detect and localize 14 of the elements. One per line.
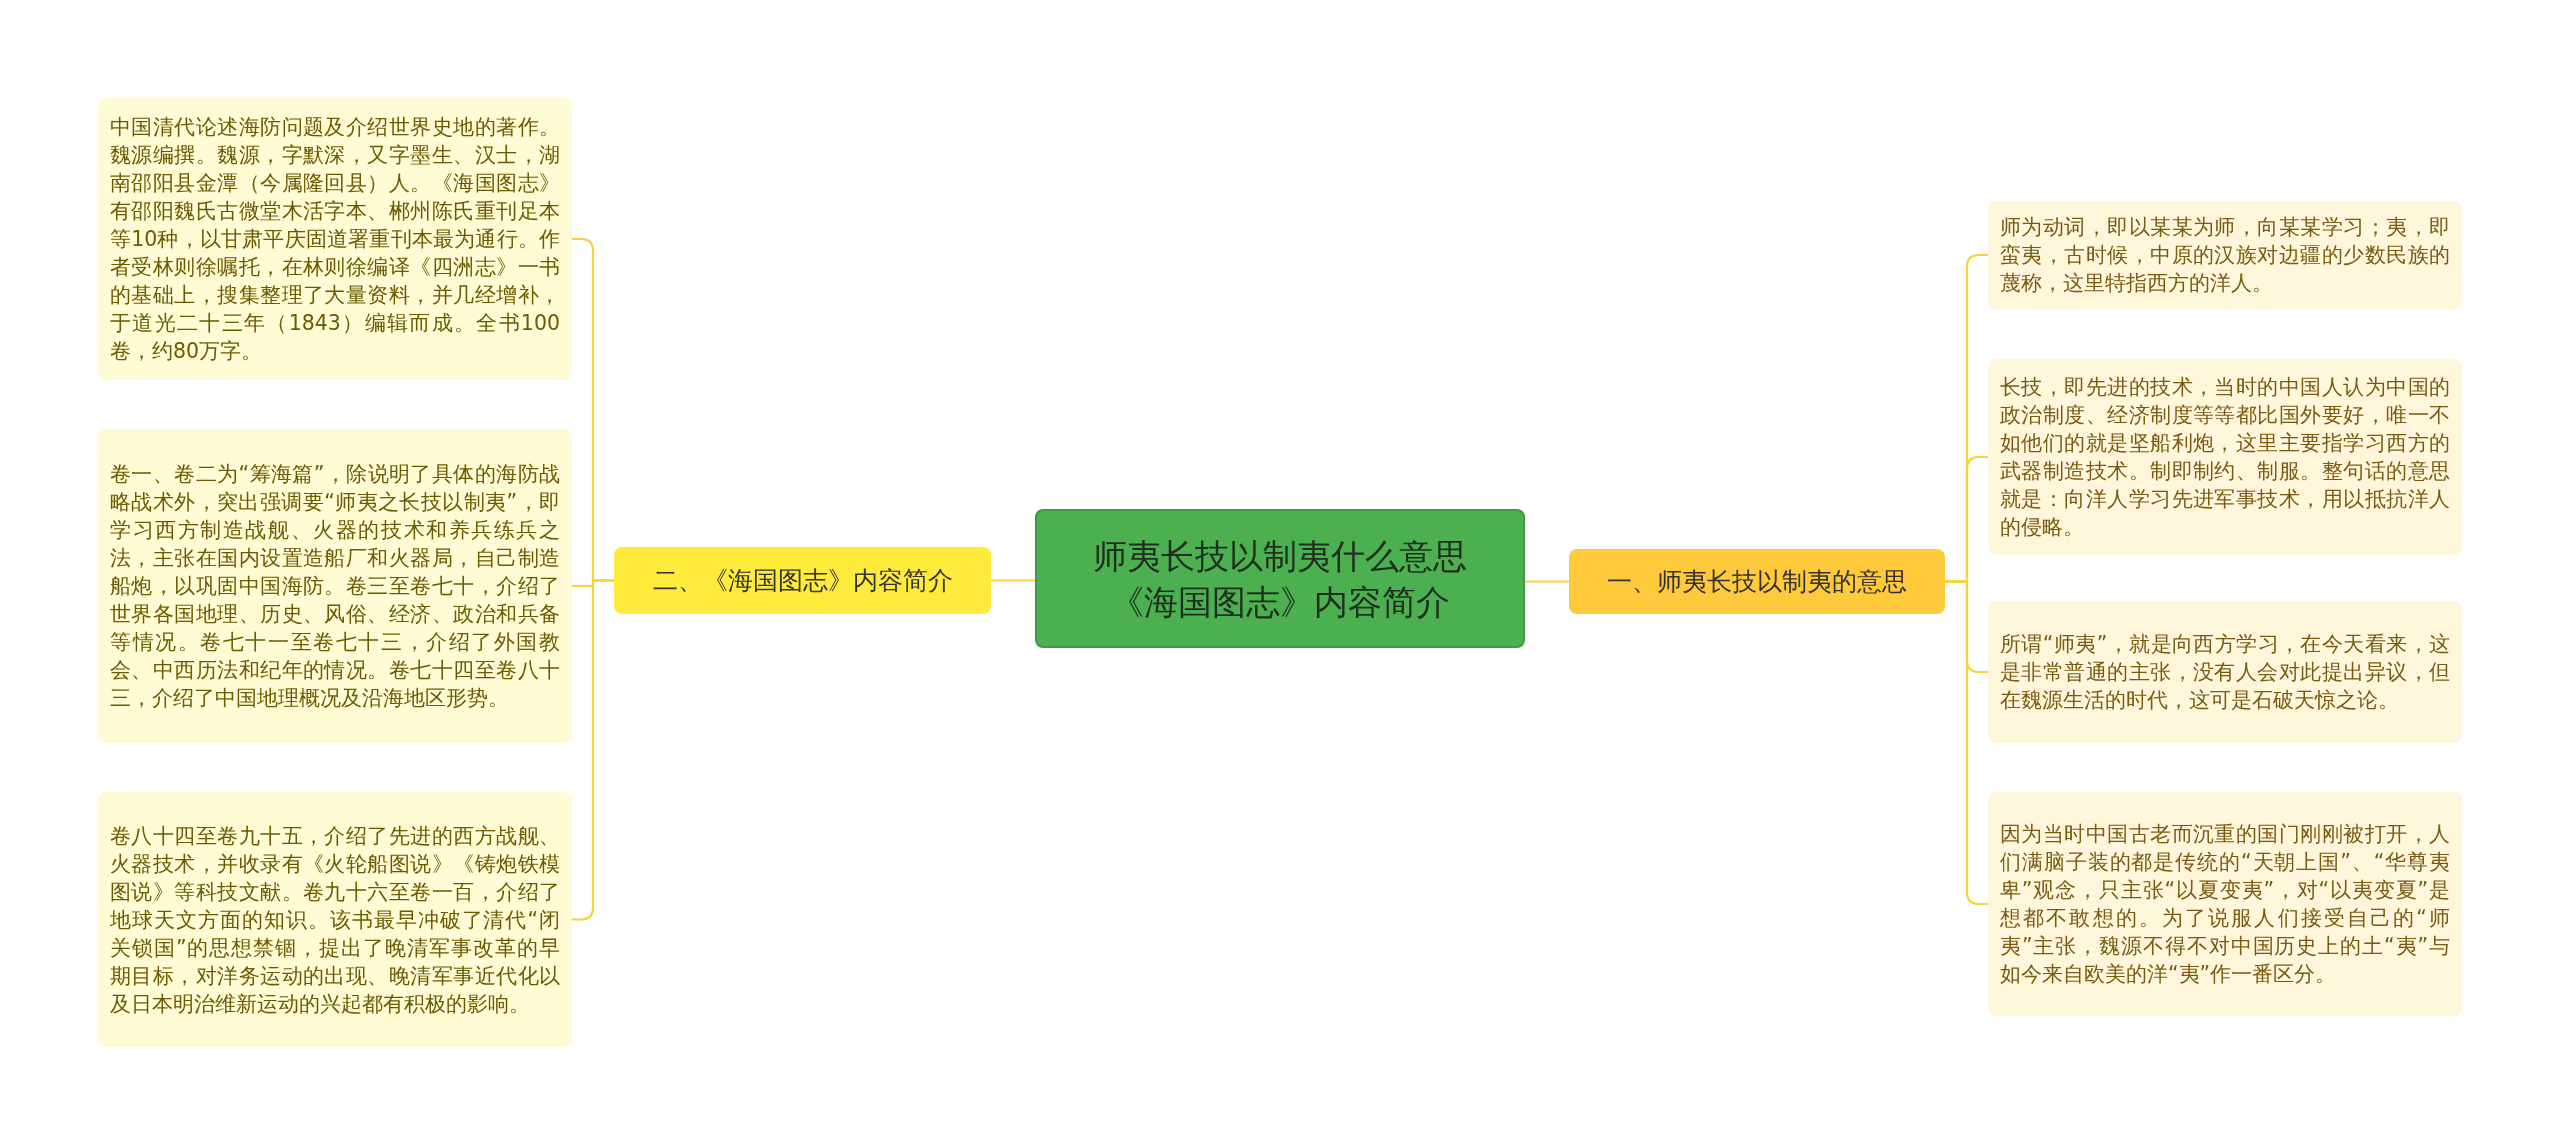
note-box: 中国清代论述海防问题及介绍世界史地的著作。魏源编撰。魏源，字默深，又字墨生、汉士，湖南邵阳县金潭（今属隆回县）人。《海国图志》有邵阳魏氏古微堂木活字本、郴州陈氏重刊足本等10种，以甘肃平庆固道署重刊本最为通行。作者受林则徐嘱托，在林则徐编译《四洲志》一书的基础上，搜集整理了大量资料，并几经增补，于道光二十三年（1843）编辑而成。全书100卷，约80万字。 <box>98 98 572 380</box>
note-box: 因为当时中国古老而沉重的国门刚刚被打开，人们满脑子装的都是传统的“天朝上国”、“华尊夷卑”观念，只主张“以夏变夷”，对“以夷变夏”是想都不敢想的。为了说服人们接受自己的“师夷”主张，魏源不得不对中国历史上的土“夷”与如今来自欧美的洋“夷”作一番区分。 <box>1988 792 2462 1016</box>
note-box: 卷一、卷二为“筹海篇”，除说明了具体的海防战略战术外，突出强调要“师夷之长技以制夷”，即学习西方制造战舰、火器的技术和养兵练兵之法，主张在国内设置造船厂和火器局，自己制造船炮，以巩固中国海防。卷三至卷七十，介绍了世界各国地理、历史、风俗、经济、政治和兵备等情况。卷七十一至卷七十三，介绍了外国教会、中西历法和纪年的情况。卷七十四至卷八十三，介绍了中国地理概况及沿海地区形势。 <box>98 429 572 743</box>
topic-box: 一、师夷长技以制夷的意思 <box>1569 549 1945 614</box>
connector-line <box>1525 580 1569 583</box>
connector-line <box>1945 580 1988 906</box>
root-topic-box: 师夷长技以制夷什么意思《海国图志》内容简介 <box>1035 509 1525 648</box>
note-box: 卷八十四至卷九十五，介绍了先进的西方战舰、火器技术，并收录有《火轮船图说》《铸炮铁模图说》等科技文献。卷九十六至卷一百，介绍了地球天文方面的知识。该书最早冲破了清代“闭关锁国”的思想禁锢，提出了晚清军事改革的早期目标，对洋务运动的出现、晚清军事近代化以及日本明治维新运动的兴起都有积极的影响。 <box>98 792 572 1047</box>
note-box: 所谓“师夷”，就是向西方学习，在今天看来，这是非常普通的主张，没有人会对此提出异议，但在魏源生活的时代，这可是石破天惊之论。 <box>1988 601 2462 743</box>
topic-box: 二、《海国图志》内容简介 <box>614 547 991 614</box>
connector-line <box>991 579 1035 582</box>
connector-line <box>572 579 614 921</box>
note-box: 长技，即先进的技术，当时的中国人认为中国的政治制度、经济制度等等都比国外要好，唯一不如他们的就是坚船利炮，这里主要指学习西方的武器制造技术。制即制约、制服。整句话的意思就是：向洋人学习先进军事技术，用以抵抗洋人的侵略。 <box>1988 359 2462 555</box>
note-box: 师为动词，即以某某为师，向某某学习；夷，即蛮夷，古时候，中原的汉族对边疆的少数民族的蔑称，这里特指西方的洋人。 <box>1988 201 2462 309</box>
